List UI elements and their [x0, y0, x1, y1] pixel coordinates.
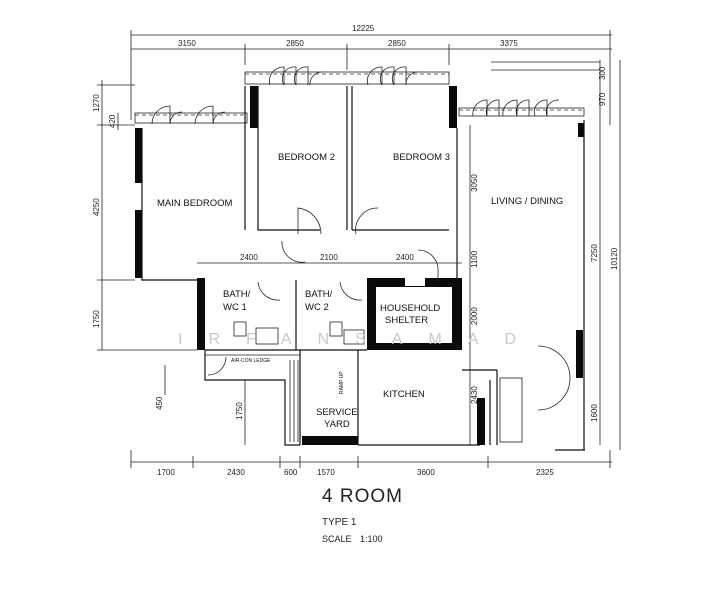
dim-inner-v: 3050 [470, 174, 479, 192]
dim-bottom: 2325 [536, 468, 554, 477]
dim-bottom: 1570 [317, 468, 335, 477]
dim-left: 420 [108, 114, 117, 128]
bottom-dimensions: 1700 2430 600 1570 3600 2325 [130, 450, 612, 477]
room-bedroom-3: BEDROOM 3 [393, 152, 450, 163]
room-service-yard: SERVICE [316, 407, 358, 418]
dim-left: 1270 [92, 94, 101, 112]
room-main-bedroom: MAIN BEDROOM [157, 198, 233, 209]
dim-bottom: 2430 [227, 468, 245, 477]
dim-left: 4250 [92, 198, 101, 216]
dim-inner-v: 2000 [470, 307, 479, 325]
room-bath-1: BATH/ [223, 289, 251, 300]
dim-top: 2850 [388, 39, 406, 48]
plan-title: 4 ROOM [322, 486, 403, 507]
scale-label: SCALE [322, 534, 352, 544]
room-household-shelter: HOUSEHOLD [380, 303, 440, 314]
dim-right: 970 [598, 92, 607, 106]
aircon-ledge-label: AIR-CON LEDGE [231, 358, 271, 364]
room-labels: MAIN BEDROOM BEDROOM 2 BEDROOM 3 LIVING … [157, 152, 563, 430]
plan-type: TYPE 1 [322, 517, 357, 528]
dim-left: 1750 [92, 310, 101, 328]
dim-top-total: 12225 [352, 24, 375, 33]
dim-left: 1750 [235, 402, 244, 420]
room-living-dining: LIVING / DINING [491, 196, 563, 207]
watermark: IRFANSAMAD [178, 331, 542, 348]
room-bath-1: WC 1 [223, 302, 247, 313]
dim-inner-h: 2100 [320, 253, 338, 262]
dim-left: 450 [155, 396, 164, 410]
walls [135, 86, 585, 451]
plan-scale: SCALE 1:100 [322, 534, 383, 544]
dim-top: 3375 [500, 39, 518, 48]
dim-bottom: 3600 [417, 468, 435, 477]
top-dimensions: 12225 3150 2850 2850 3375 [130, 24, 612, 125]
windows [134, 61, 600, 125]
room-bedroom-2: BEDROOM 2 [278, 152, 335, 163]
room-household-shelter: SHELTER [385, 315, 428, 326]
scale-value: 1:100 [360, 534, 383, 544]
dim-top: 3150 [178, 39, 196, 48]
dim-top: 2850 [286, 39, 304, 48]
room-bath-2: WC 2 [305, 302, 329, 313]
dim-inner-h: 2400 [396, 253, 414, 262]
dim-inner-v: 1100 [470, 250, 479, 268]
dim-inner-v: 2430 [470, 386, 479, 404]
side-dimensions: 1270 420 4250 1750 450 1750 3050 1100 20… [92, 60, 621, 450]
dim-right: 300 [598, 66, 607, 80]
room-service-yard: YARD [324, 419, 350, 430]
dim-right: 10120 [610, 247, 619, 270]
inner-dimensions: 2400 2100 2400 [197, 253, 462, 264]
room-bath-2: BATH/ [305, 289, 333, 300]
room-kitchen: KITCHEN [383, 389, 425, 400]
dim-inner-h: 2400 [240, 253, 258, 262]
dim-bottom: 1700 [157, 468, 175, 477]
dim-bottom: 600 [284, 468, 298, 477]
ramp-label: RAMP UP [339, 371, 345, 394]
dim-right: 7250 [590, 244, 599, 262]
dim-right: 1600 [590, 404, 599, 422]
